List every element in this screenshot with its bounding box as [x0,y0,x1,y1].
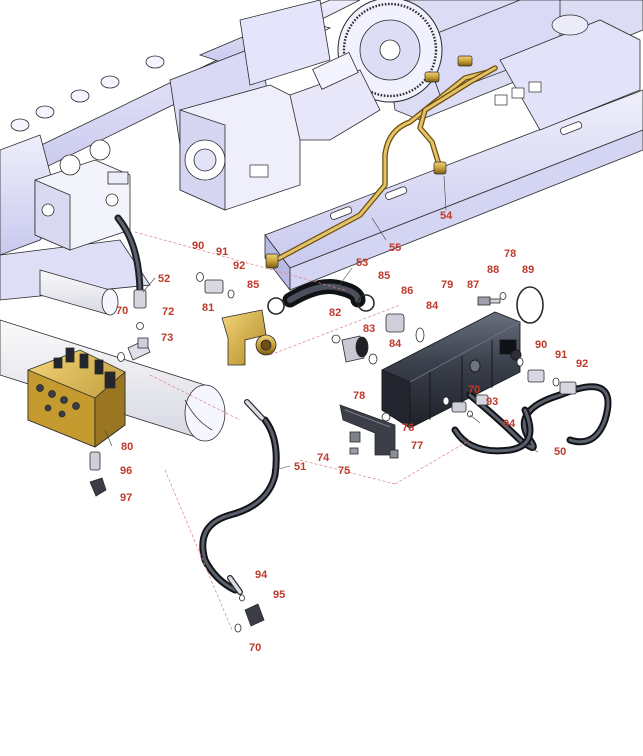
callout-86: 86 [401,285,414,297]
callout-82: 82 [329,307,342,319]
callout-51: 51 [294,461,307,473]
callout-79: 79 [441,279,454,291]
brass-tube-54 [417,55,498,175]
callout-52: 52 [158,273,171,285]
callout-53: 53 [356,257,369,269]
callout-92-upper: 92 [233,260,246,272]
callout-78-upper: 78 [504,248,517,260]
callout-78-lower: 78 [353,390,366,402]
callout-96: 96 [120,465,133,477]
callout-94-bottom: 94 [255,569,268,581]
callout-76: 76 [402,422,415,434]
callout-83: 83 [363,323,376,335]
o-ring-89 [516,286,544,324]
callout-93: 93 [486,396,499,408]
callout-88: 88 [487,264,500,276]
callout-77: 77 [411,440,424,452]
callout-91-upper: 91 [216,246,229,258]
callout-87: 87 [467,279,480,291]
hydraulic-hose-51 [199,399,280,595]
callout-50: 50 [554,446,567,458]
callout-84-lower: 84 [389,338,402,350]
engine-drive-housing [179,51,381,211]
callout-54: 54 [440,210,453,222]
valve-manifold-80 [27,347,126,448]
left-valve-assembly [34,139,131,251]
callout-74: 74 [317,452,330,464]
callout-85-left: 85 [247,279,260,291]
callout-94-middle: 94 [503,418,516,430]
fitting-96 [89,451,101,471]
callout-72: 72 [162,306,175,318]
fitting-set-70-93-94 [442,396,473,418]
fitting-set-94-95-70-bottom [234,594,265,633]
fitting-set-90-91-92-lower [516,357,560,387]
callout-91-lower: 91 [555,349,568,361]
hydraulic-hose-52 [114,214,147,309]
callout-70-bottom: 70 [249,642,262,654]
fitting-set-82-83-84 [331,313,425,365]
hydraulic-hose-50 [451,381,612,455]
fitting-97 [89,477,107,497]
callout-92-lower: 92 [576,358,589,370]
callout-70-middle: 70 [468,384,481,396]
callout-73: 73 [161,332,174,344]
callout-95: 95 [273,589,286,601]
callout-80: 80 [121,441,134,453]
callout-89: 89 [522,264,535,276]
fitting-cluster-72-73 [117,322,151,362]
callout-70-left: 70 [116,305,129,317]
callout-90-lower: 90 [535,339,548,351]
callout-leaders [104,175,539,471]
suction-hose-53 [267,279,375,315]
upper-right-fittings [249,14,589,178]
callout-81: 81 [202,302,215,314]
bolt-87-88 [477,292,507,306]
mounting-bracket-76 [339,404,399,459]
callout-84-right: 84 [426,300,439,312]
fitting-set-90-91-92-upper [196,272,235,299]
flywheel-ring-gear [337,0,443,103]
brass-tee-81 [221,309,277,366]
callout-85-right: 85 [378,270,391,282]
gear-pump-79 [381,311,522,429]
callout-75: 75 [338,465,351,477]
callout-97: 97 [120,492,133,504]
brass-tube-55 [265,69,491,269]
callout-90-upper: 90 [192,240,205,252]
reference-leader-lines [134,231,471,631]
callout-55: 55 [389,242,402,254]
